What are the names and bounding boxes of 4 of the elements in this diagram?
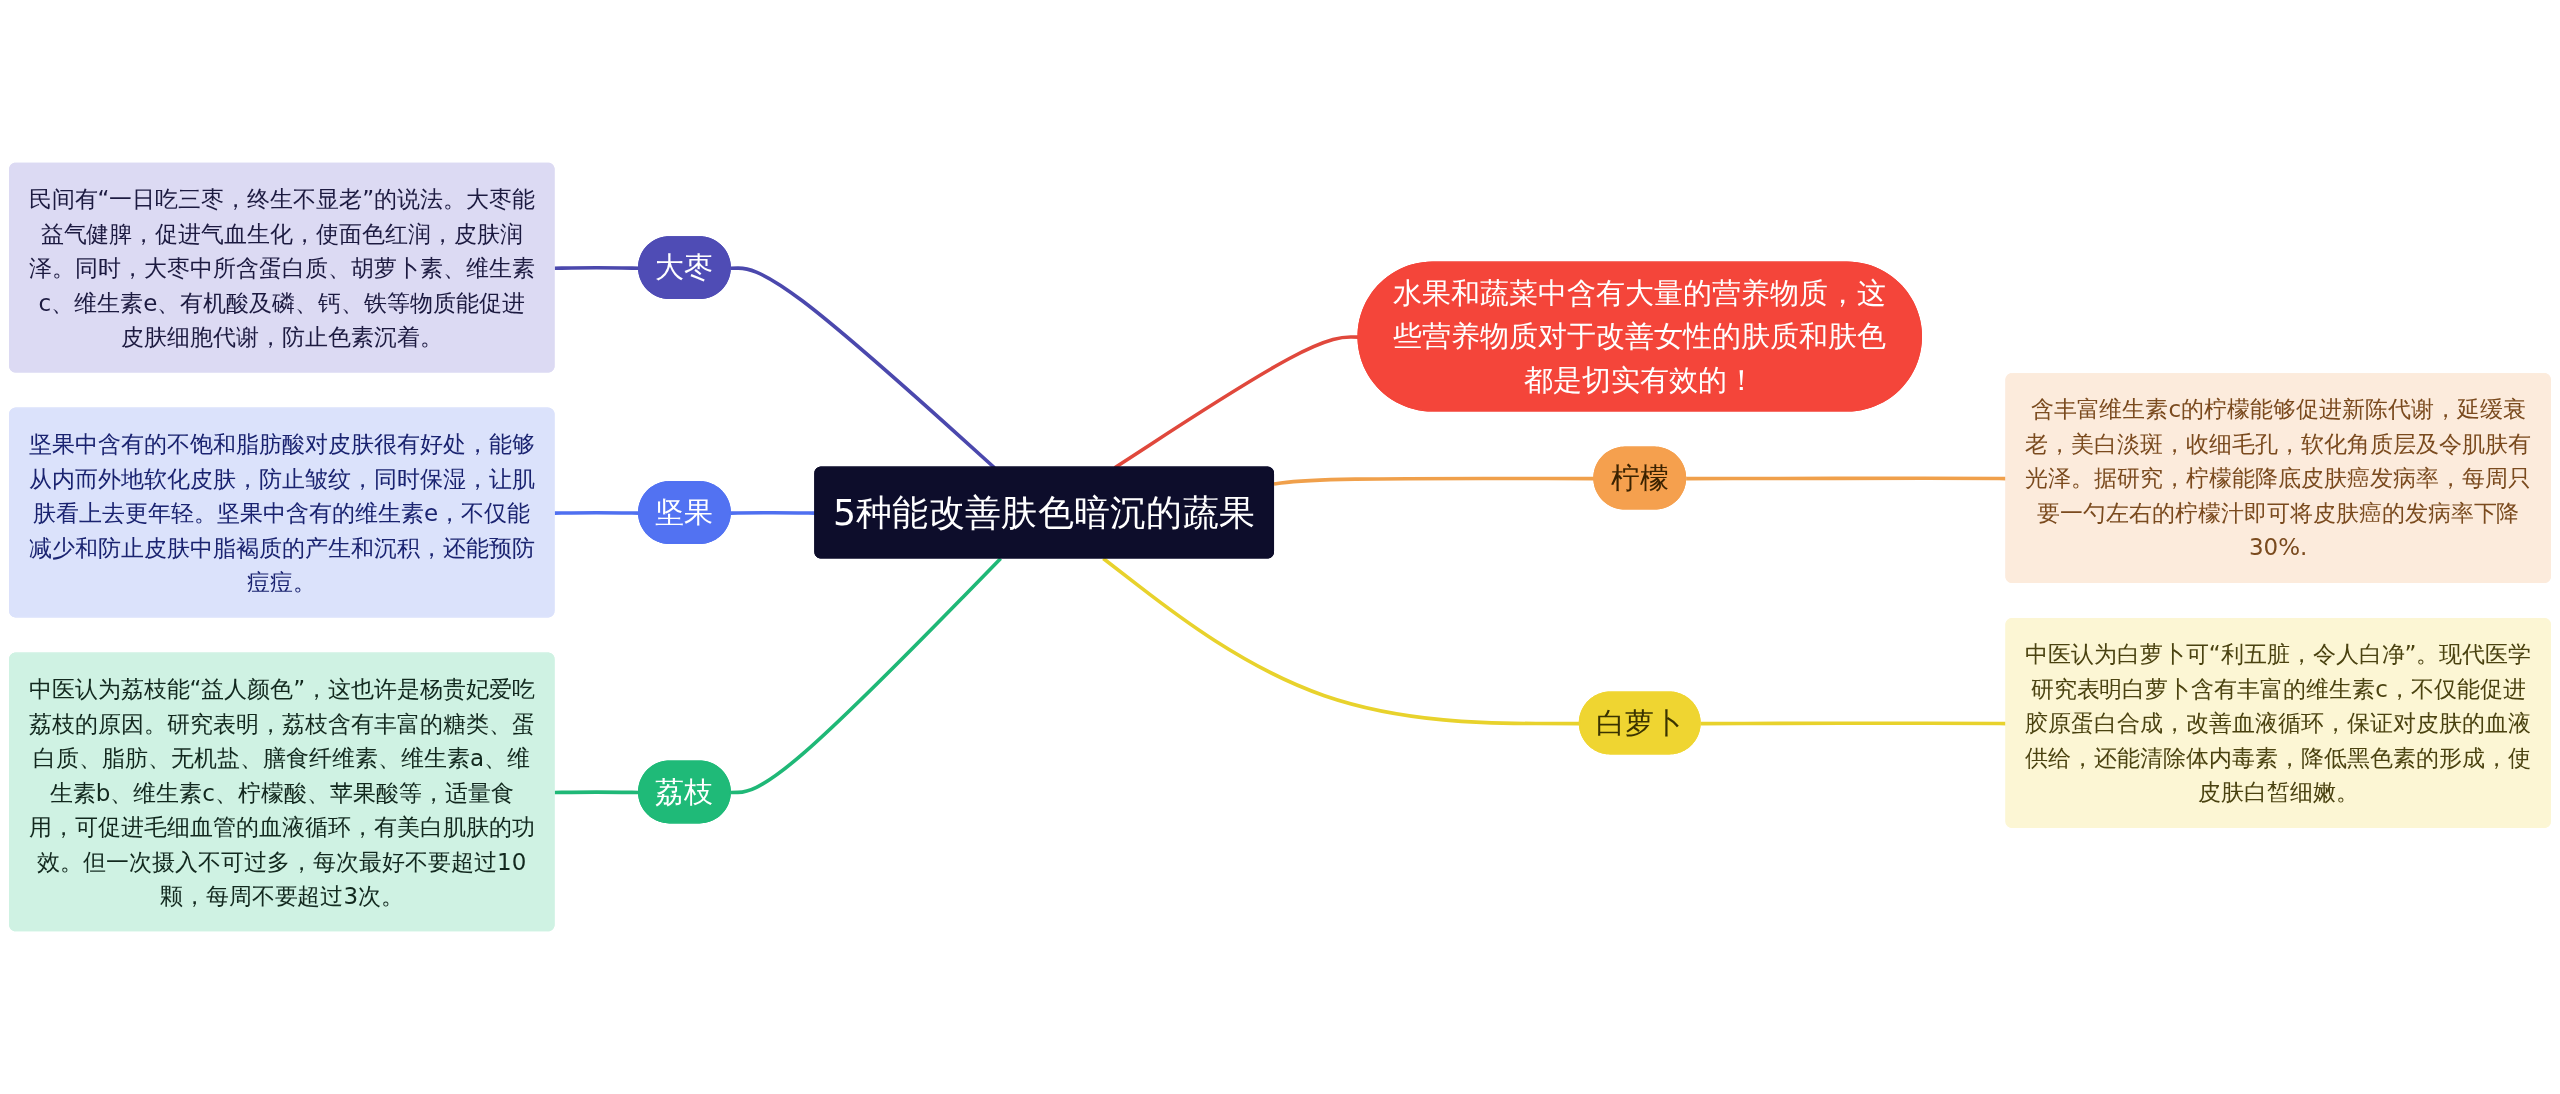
connector [1686,476,2007,481]
connector [1273,476,1595,486]
connector [1700,721,2007,726]
connector [730,557,1002,795]
